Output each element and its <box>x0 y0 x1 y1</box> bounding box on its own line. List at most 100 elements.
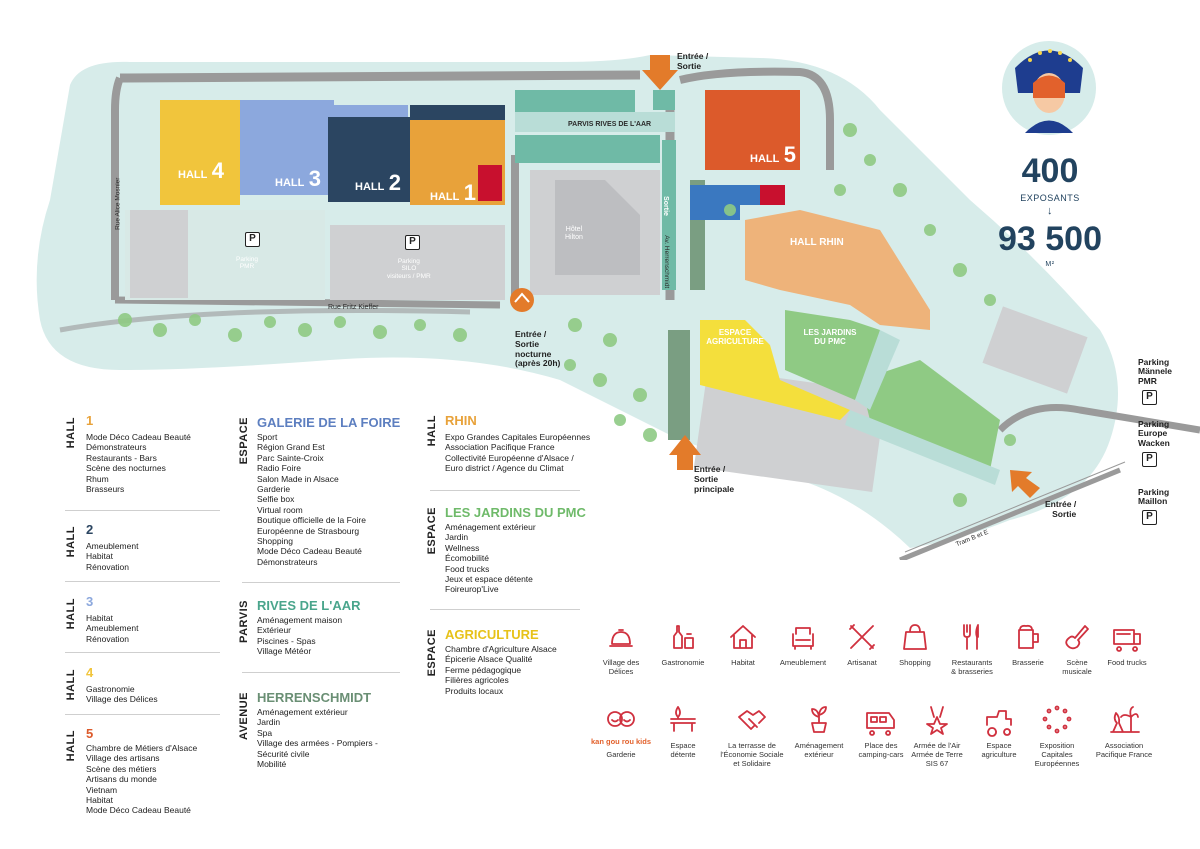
armchair-icon <box>792 627 814 650</box>
entry-night-icon <box>510 288 534 312</box>
jardins-pmc-label[interactable]: LES JARDINS DU PMC <box>803 328 857 347</box>
list-item: Aménagement maison <box>257 615 343 625</box>
stats-arrow: ↓ <box>1047 205 1053 217</box>
legend-avenue-title: HERRENSCHMIDT <box>257 690 372 705</box>
hall-3-word: HALL <box>275 177 305 189</box>
hall-2-label[interactable]: HALL 2 <box>355 170 401 196</box>
list-item: Shopping <box>257 536 293 547</box>
list-item: Association Pacifique France <box>445 442 555 453</box>
list-item: Spa <box>257 727 273 738</box>
entry-right-label: Entrée / Sortie <box>1045 499 1077 519</box>
icon-legend-item: Food trucks <box>1095 620 1159 667</box>
hall-4-label[interactable]: HALL 4 <box>178 158 224 184</box>
icon-legend-label: Village des Délices <box>602 658 640 676</box>
list-item: Produits locaux <box>445 685 504 696</box>
list-item: Extérieur <box>257 625 292 636</box>
icon-legend-label: La terrasse de l'Économie Sociale et Sol… <box>720 741 784 768</box>
list-item: Artisans du monde <box>86 774 157 785</box>
trees <box>118 123 1016 507</box>
list-item: Village Météor <box>257 646 312 657</box>
legend-divider <box>242 672 400 673</box>
medal-icon <box>926 706 948 735</box>
bottles-icon <box>673 625 694 649</box>
legend-divider <box>65 652 220 653</box>
parking-europe-icon[interactable]: P <box>1142 452 1157 467</box>
legend-galerie-list: Sport Région Grand Est Parc Sainte-Croix… <box>257 432 366 567</box>
list-item: Parc Sainte-Croix <box>257 452 324 463</box>
legend-divider <box>430 490 580 491</box>
list-item: Région Grand Est <box>257 442 325 453</box>
legend-hall-5-list: Chambre de Métiers d'Alsace Village des … <box>86 743 197 816</box>
legend-avenue-list: Aménagement extérieur Jardin Spa Village… <box>257 707 378 769</box>
list-item: Aménagement extérieur <box>445 522 536 532</box>
legend-agri-side: ESPACE <box>426 629 438 677</box>
icon-legend-item: Ameublement <box>771 620 835 667</box>
legend-hall-4-side: HALL <box>65 669 77 701</box>
hall-3-label[interactable]: HALL 3 <box>275 166 321 192</box>
list-item: Rénovation <box>86 633 130 644</box>
hall-1-number: 1 <box>463 180 477 205</box>
legend-jardins-list: Aménagement extérieur Jardin Wellness Éc… <box>445 522 536 595</box>
list-item: Scène des nocturnes <box>86 463 166 474</box>
list-item: Gastronomie <box>86 684 135 694</box>
exposants-label: EXPOSANTS <box>1020 193 1080 203</box>
list-item: Virtual room <box>257 504 303 515</box>
hall-5-word: HALL <box>750 153 780 165</box>
house-icon <box>730 625 756 649</box>
hall-5-block <box>705 90 800 170</box>
area-value: 93 500 <box>998 220 1102 258</box>
list-item: Foireurop'Live <box>445 584 499 595</box>
plant-icon <box>811 706 827 733</box>
hall-1-label[interactable]: HALL 1 <box>430 180 476 206</box>
hall-2-block <box>328 117 410 202</box>
icon-legend-label: Restaurants & brasseries <box>951 658 993 676</box>
icon-legend-label: Scène musicale <box>1062 658 1092 676</box>
site-map: HALL 4 HALL 3 HALL 2 HALL 1 HALL 5 HALL … <box>36 51 1200 563</box>
stage-nocturnes-block <box>478 165 502 201</box>
legend-hall-2-list: Ameublement Habitat Rénovation <box>86 541 138 572</box>
hall-5-label[interactable]: HALL 5 <box>750 142 796 168</box>
rue-fritz-road <box>114 296 501 309</box>
list-item: Européenne de Strasbourg <box>257 525 360 536</box>
list-item: Village des Délices <box>86 694 158 705</box>
icon-legend-item: Exposition Capitales Européennes <box>1025 703 1089 768</box>
hall-4-number: 4 <box>211 158 225 183</box>
icon-legend-label: Garderie <box>606 750 636 759</box>
icon-legend-item: Gastronomie <box>651 620 715 667</box>
parking-maillon-icon[interactable]: P <box>1142 510 1157 525</box>
list-item: Mobilité <box>257 759 287 770</box>
list-item: Chambre d'Agriculture Alsace <box>445 644 557 654</box>
list-item: Boutique officielle de la Foire <box>257 515 366 526</box>
hall-2-number: 2 <box>388 170 402 195</box>
beer-icon <box>1018 624 1039 649</box>
parking-silo-label: Parking SILO visiteurs / PMR <box>387 258 431 280</box>
tram-line <box>899 467 1121 563</box>
legend-rhin-title: RHIN <box>445 413 477 428</box>
parking-mannele-icon[interactable]: P <box>1142 390 1157 405</box>
list-item: Chambre de Métiers d'Alsace <box>86 743 198 753</box>
icon-legend-item: Brasserie <box>996 620 1060 667</box>
legend-hall-1-list: Mode Déco Cadeau Beauté Démonstrateurs R… <box>86 432 191 494</box>
icon-legend-item: La terrasse de l'Économie Sociale et Sol… <box>720 703 784 768</box>
list-item: Ferme pédagogique <box>445 664 522 675</box>
list-item: Scène des métiers <box>86 763 157 774</box>
list-item: Jeux et espace détente <box>445 574 533 585</box>
espace-agriculture-label[interactable]: ESPACE AGRICULTURE <box>706 328 764 347</box>
list-item: Village des armées - Pompiers - <box>257 738 378 749</box>
hall-4-word: HALL <box>178 169 208 181</box>
stars-icon <box>1042 705 1072 734</box>
entry-main-label: Entrée / Sortie principale <box>694 464 735 494</box>
rue-alice-label: Rue Alice Mosnier <box>114 177 122 230</box>
legend-parvis-title: RIVES DE L'AAR <box>257 598 361 613</box>
icon-legend-item: Shopping <box>883 620 947 667</box>
list-item: Salon Made in Alsace <box>257 473 339 484</box>
legend-jardins-side: ESPACE <box>426 507 438 555</box>
icon-legend-item: Habitat <box>711 620 775 667</box>
hall-rhin-label[interactable]: HALL RHIN <box>790 237 844 248</box>
guitar-icon <box>1065 625 1089 650</box>
entry-top-label: Entrée / Sortie <box>677 51 709 71</box>
parking-mannele-label: Parking Männele PMR <box>1138 357 1173 386</box>
cutlery-icon <box>963 624 979 650</box>
hilton-label: Hôtel Hilton <box>565 226 583 242</box>
icon-legend-label: Espace détente <box>670 741 696 759</box>
